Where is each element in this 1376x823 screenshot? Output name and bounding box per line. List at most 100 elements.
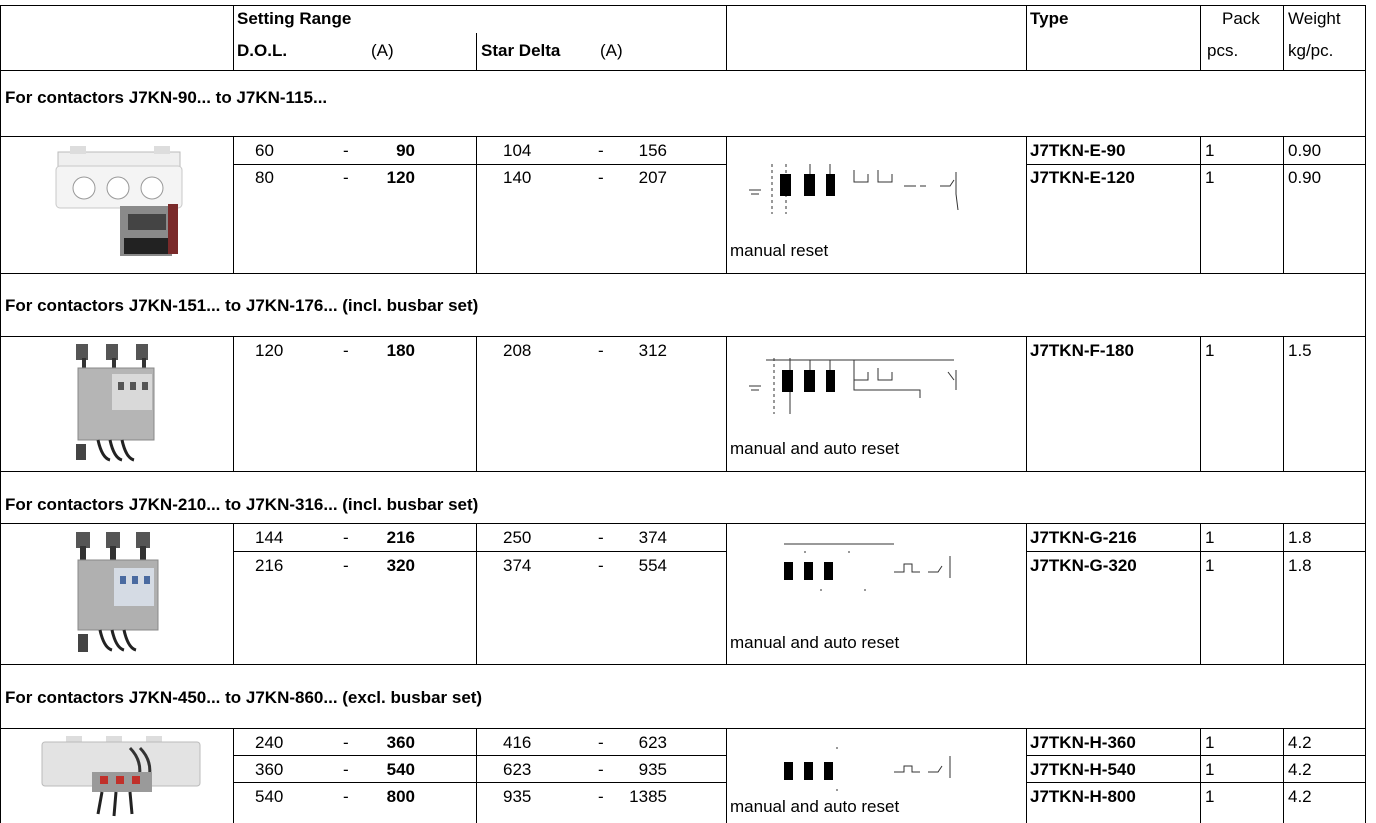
- range-dash: -: [343, 733, 349, 752]
- header-star-delta-unit: (A): [600, 41, 623, 60]
- header-dol-unit: (A): [371, 41, 394, 60]
- pack-qty: 1: [1205, 733, 1215, 752]
- rule: [0, 336, 1366, 337]
- rule: [1200, 523, 1201, 664]
- rule: [0, 70, 1366, 71]
- range-dash: -: [598, 556, 604, 575]
- sd-min: 935: [503, 787, 532, 806]
- pack-qty: 1: [1205, 141, 1215, 160]
- rule: [233, 336, 234, 471]
- group-title: For contactors J7KN-90... to J7KN-115...: [5, 88, 328, 107]
- rule: [0, 273, 1366, 274]
- rule: [1026, 164, 1366, 165]
- rule: [1200, 136, 1201, 273]
- sd-min: 374: [503, 556, 532, 575]
- dol-max: 540: [386, 760, 415, 779]
- weight-value: 1.8: [1288, 556, 1312, 575]
- rule: [726, 5, 727, 71]
- type-code: J7TKN-G-320: [1030, 556, 1137, 575]
- dol-min: 240: [255, 733, 284, 752]
- type-code: J7TKN-F-180: [1030, 341, 1134, 360]
- reset-mode: manual and auto reset: [730, 797, 900, 816]
- sd-max: 554: [638, 556, 667, 575]
- rule: [1026, 136, 1027, 273]
- weight-value: 0.90: [1288, 168, 1322, 187]
- sd-max: 207: [638, 168, 667, 187]
- rule: [233, 782, 726, 783]
- type-code: J7TKN-E-120: [1030, 168, 1135, 187]
- header-dol: D.O.L.: [237, 41, 288, 60]
- wiring-diagram: [749, 358, 957, 414]
- pack-qty: 1: [1205, 556, 1215, 575]
- rule: [1283, 5, 1284, 71]
- rule: [1283, 136, 1284, 273]
- dol-min: 216: [255, 556, 284, 575]
- dol-min: 540: [255, 787, 284, 806]
- header-setting-range: Setting Range: [237, 9, 352, 28]
- header-weight-unit: kg/pc.: [1288, 41, 1334, 60]
- pack-qty: 1: [1205, 787, 1215, 806]
- rule: [0, 664, 1366, 665]
- range-dash: -: [343, 760, 349, 779]
- dol-max: 320: [386, 556, 415, 575]
- range-dash: -: [343, 556, 349, 575]
- type-code: J7TKN-G-216: [1030, 528, 1137, 547]
- reset-mode: manual and auto reset: [730, 439, 900, 458]
- sd-max: 1385: [629, 787, 667, 806]
- rule: [1283, 336, 1284, 471]
- range-dash: -: [343, 787, 349, 806]
- dol-max: 90: [396, 141, 415, 160]
- overload-relay-h-photo: [41, 736, 201, 817]
- rule: [233, 728, 234, 823]
- overload-relay-e-photo: [55, 146, 183, 256]
- group-title: For contactors J7KN-210... to J7KN-316..…: [5, 495, 479, 514]
- wiring-diagram: [784, 747, 951, 791]
- rule: [1026, 523, 1027, 664]
- wiring-diagram: [749, 164, 959, 214]
- weight-value: 1.5: [1288, 341, 1312, 360]
- range-dash: -: [343, 141, 349, 160]
- sd-max: 623: [638, 733, 667, 752]
- rule: [233, 551, 726, 552]
- rule: [233, 164, 726, 165]
- dol-min: 144: [255, 528, 284, 547]
- header-pack: Pack: [1222, 9, 1260, 28]
- rule: [476, 33, 477, 71]
- dol-max: 800: [386, 787, 415, 806]
- rule: [1200, 336, 1201, 471]
- sd-max: 156: [638, 141, 667, 160]
- weight-value: 1.8: [1288, 528, 1312, 547]
- weight-value: 4.2: [1288, 787, 1312, 806]
- header-pack-unit: pcs.: [1207, 41, 1239, 60]
- rule: [233, 136, 234, 273]
- range-dash: -: [598, 341, 604, 360]
- header-star-delta: Star Delta: [481, 41, 561, 60]
- rule: [1026, 782, 1366, 783]
- reset-mode: manual reset: [730, 241, 829, 260]
- rule: [726, 728, 727, 823]
- pack-qty: 1: [1205, 760, 1215, 779]
- range-dash: -: [343, 528, 349, 547]
- dol-max: 180: [386, 341, 415, 360]
- sd-min: 623: [503, 760, 532, 779]
- type-code: J7TKN-H-360: [1030, 733, 1136, 752]
- sd-max: 374: [638, 528, 667, 547]
- pack-qty: 1: [1205, 528, 1215, 547]
- rule: [1283, 728, 1284, 823]
- overload-relay-f-photo: [76, 344, 155, 462]
- group-title: For contactors J7KN-450... to J7KN-860..…: [5, 688, 483, 707]
- rule: [1026, 755, 1366, 756]
- pack-qty: 1: [1205, 168, 1215, 187]
- rule: [0, 5, 1, 823]
- group-title: For contactors J7KN-151... to J7KN-176..…: [5, 296, 479, 315]
- rule: [1026, 551, 1366, 552]
- rule: [1026, 5, 1027, 71]
- range-dash: -: [343, 168, 349, 187]
- range-dash: -: [598, 733, 604, 752]
- rule: [726, 136, 727, 273]
- reset-mode: manual and auto reset: [730, 633, 900, 652]
- range-dash: -: [598, 760, 604, 779]
- overload-relay-g-photo: [76, 532, 159, 652]
- dol-max: 360: [386, 733, 415, 752]
